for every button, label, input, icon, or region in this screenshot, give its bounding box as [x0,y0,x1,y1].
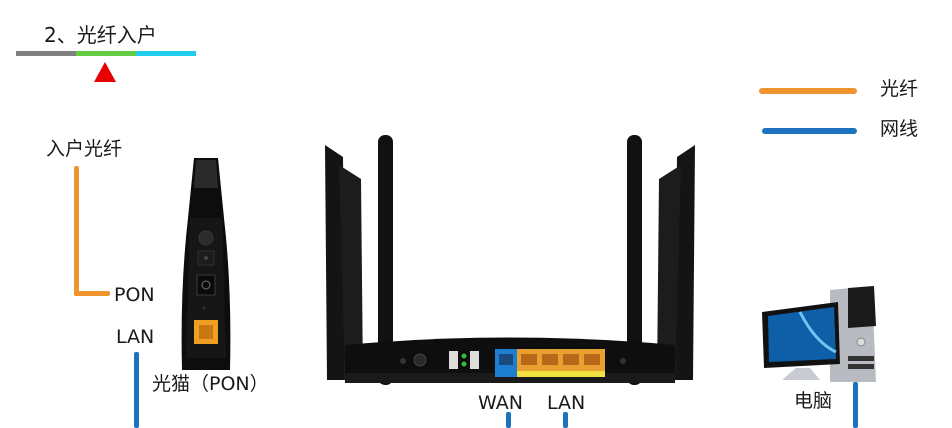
computer-image [760,282,880,382]
computer-ethernet-wire [853,382,858,428]
progress-segment-2 [76,51,136,56]
progress-marker-icon [94,62,116,82]
modem-ethernet-wire [134,352,139,428]
legend-ethernet-label: 网线 [880,118,919,140]
pon-port-label: PON [114,284,155,306]
router-image [325,135,695,385]
progress-segment-1 [16,51,76,56]
computer-label: 电脑 [794,390,833,412]
modem-lan-label: LAN [116,326,155,348]
fiber-wire-vertical [74,166,79,296]
legend-ethernet-line [762,128,857,134]
incoming-fiber-label: 入户光纤 [46,138,123,160]
progress-segment-3 [136,51,196,56]
router-wan-label: WAN [478,392,523,414]
router-lan-label: LAN [547,392,586,414]
router-wan-wire [506,412,511,428]
legend-fiber-label: 光纤 [880,78,919,100]
step-title: 2、光纤入户 [44,23,157,47]
router-lan-wire [563,412,568,428]
optical-modem-image [180,158,232,370]
fiber-wire-horizontal [74,291,110,296]
modem-device-label: 光猫（PON） [152,373,269,395]
legend-fiber-line [759,88,857,94]
